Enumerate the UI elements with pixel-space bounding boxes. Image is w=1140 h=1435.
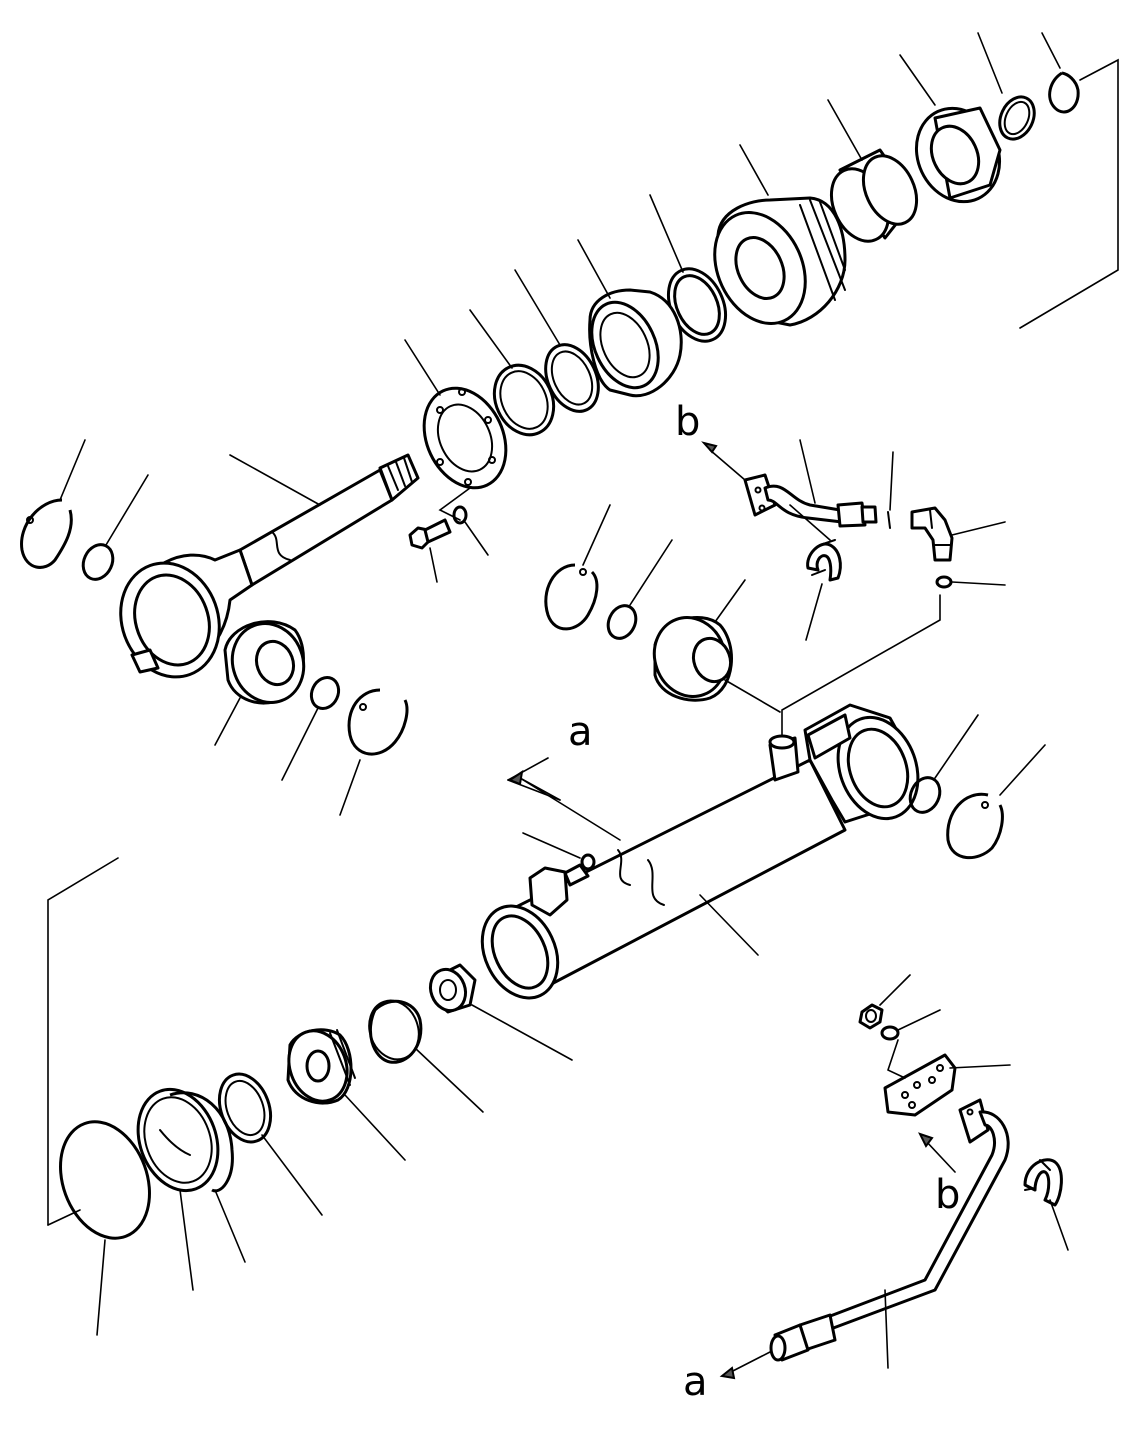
o-ring-mid — [606, 539, 673, 640]
snap-ring-housing-right — [946, 744, 1046, 860]
bushing-top — [827, 99, 919, 243]
bushing-lower — [368, 999, 484, 1113]
flange-seal — [577, 239, 683, 398]
o-ring-rod-bearing — [281, 675, 341, 781]
clamp-bracket — [883, 1039, 1011, 1117]
retainer-plate — [404, 339, 508, 521]
washer-lower-right — [880, 1009, 941, 1041]
piston-nut-lower — [428, 963, 573, 1061]
seal-ring-large — [649, 194, 728, 343]
piston-rod — [119, 453, 420, 679]
callout-letter-a-bottom: a — [683, 1359, 708, 1405]
spherical-bearing-rod — [214, 620, 306, 746]
hydraulic-tube-top — [701, 439, 878, 528]
back-up-ring — [469, 309, 556, 437]
snap-ring-rod-bearing — [339, 688, 409, 816]
piston — [286, 1028, 406, 1161]
elbow-fitting — [910, 506, 1006, 562]
snap-ring-rod-left — [20, 439, 86, 569]
callout-letter-b-top: b — [675, 399, 700, 445]
hydraulic-tube-bottom — [719, 1098, 1010, 1380]
o-ring-large-lower — [59, 1120, 151, 1336]
nut-lower-right — [858, 974, 911, 1030]
bolt-small — [408, 518, 452, 583]
cylinder-head — [713, 144, 847, 327]
o-ring-elbow — [935, 575, 1006, 589]
wear-ring-lower — [217, 1072, 323, 1216]
piston-seal-lower — [136, 1087, 220, 1291]
reference-frame-lines — [47, 58, 1119, 1226]
callout-letter-b-bottom: b — [935, 1172, 960, 1218]
u-bolt-bottom — [1023, 1158, 1069, 1251]
piston-nut — [899, 54, 1002, 204]
cylinder-tube — [480, 703, 920, 1000]
washer-small — [452, 505, 489, 556]
callout-a-top: a — [507, 709, 593, 801]
o-ring-tube-top — [887, 451, 894, 529]
u-bolt-top — [789, 504, 842, 641]
snap-ring-mid — [544, 504, 611, 631]
snap-ring-top-right — [1041, 32, 1080, 114]
o-ring-housing-right — [908, 714, 979, 814]
o-ring-rod-left — [81, 474, 149, 581]
spherical-bearing-bottom — [652, 579, 781, 713]
callout-letter-a-top: a — [568, 709, 593, 755]
o-ring-top-right — [977, 32, 1036, 141]
back-up-ring-lower — [169, 1091, 246, 1263]
